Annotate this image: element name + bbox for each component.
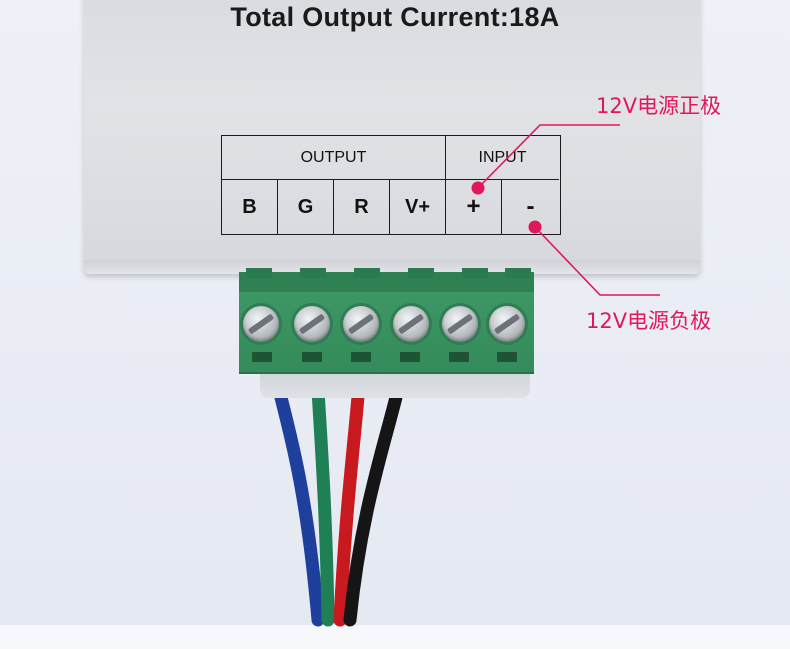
screw-plus (442, 306, 478, 342)
callout-line-positive (477, 124, 620, 189)
terminal-label-table: OUTPUT INPUT B G R V+ + - (221, 135, 561, 235)
wire-hole (497, 352, 517, 362)
terminal-tab (354, 268, 380, 278)
screw-r (343, 306, 379, 342)
screw-vplus (393, 306, 429, 342)
wire-hole (252, 352, 272, 362)
callout-negative: 12V电源负极 (586, 309, 712, 333)
callout-positive: 12V电源正极 (596, 94, 722, 118)
output-header: OUTPUT (222, 136, 446, 180)
wire-hole (302, 352, 322, 362)
terminal-tab (505, 268, 531, 278)
wire-hole (449, 352, 469, 362)
screw-g (294, 306, 330, 342)
terminal-label-r: R (334, 180, 390, 234)
spec-title: Total Output Current:18A (230, 2, 560, 32)
terminal-label-minus: - (526, 193, 535, 220)
wire-hole (351, 352, 371, 362)
terminal-label-g: G (278, 180, 334, 234)
callout-line-negative (534, 226, 660, 296)
terminal-tab (246, 268, 272, 278)
terminal-tab (300, 268, 326, 278)
terminal-label-b: B (222, 180, 278, 234)
callout-dot-negative (528, 220, 542, 234)
controller-housing (84, 0, 700, 274)
input-header: INPUT (446, 136, 559, 180)
bottom-strip (0, 625, 790, 649)
terminal-label-vplus: V+ (390, 180, 446, 234)
screw-minus (489, 306, 525, 342)
terminal-label-plus: + (446, 180, 502, 234)
callout-dot-positive (471, 181, 485, 195)
screw-b (243, 306, 279, 342)
housing-bottom-edge (84, 260, 700, 274)
wire-hole (400, 352, 420, 362)
terminal-tab (462, 268, 488, 278)
terminal-tab (408, 268, 434, 278)
